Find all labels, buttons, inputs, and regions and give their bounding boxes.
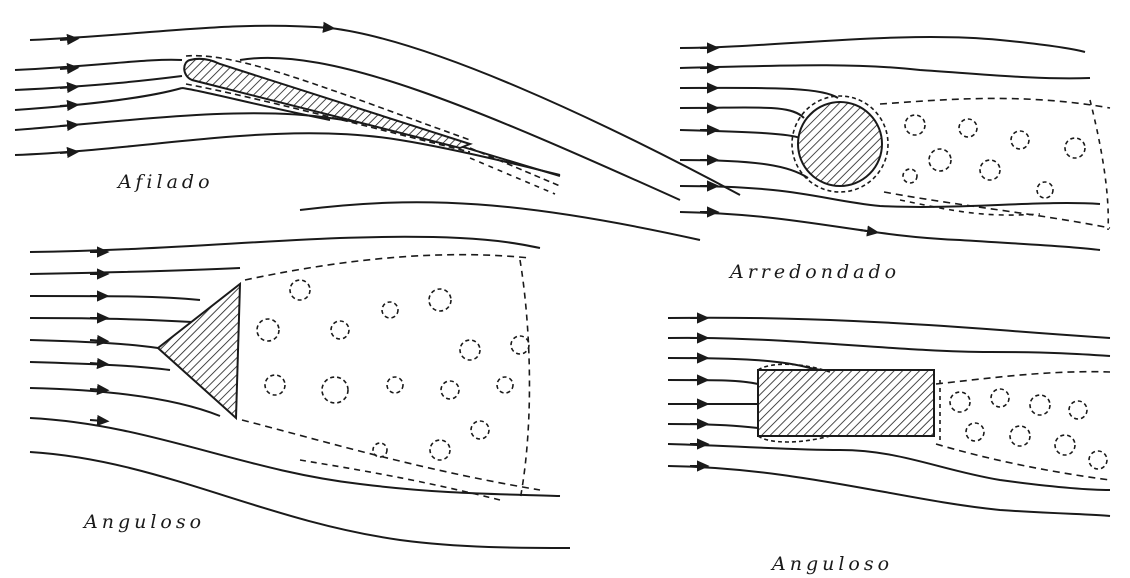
streamlines-rounded	[680, 37, 1100, 250]
panel-sharp: Afilado	[15, 26, 740, 240]
panel-rounded: Arredondado	[680, 37, 1110, 283]
label-angular-block: Anguloso	[770, 553, 893, 575]
panel-angular-block: Anguloso	[668, 318, 1110, 575]
airfoil-body	[184, 59, 470, 148]
streamlines-sharp	[15, 26, 740, 240]
triangle-body	[158, 284, 240, 418]
wake-triangle	[242, 255, 540, 500]
label-angular-triangle: Anguloso	[82, 511, 205, 533]
block-body	[758, 370, 934, 436]
label-sharp: Afilado	[116, 171, 214, 193]
label-rounded: Arredondado	[728, 261, 900, 283]
panel-angular-triangle: Anguloso	[30, 237, 570, 548]
cylinder-body	[798, 102, 882, 186]
streamlines-triangle	[30, 237, 570, 548]
